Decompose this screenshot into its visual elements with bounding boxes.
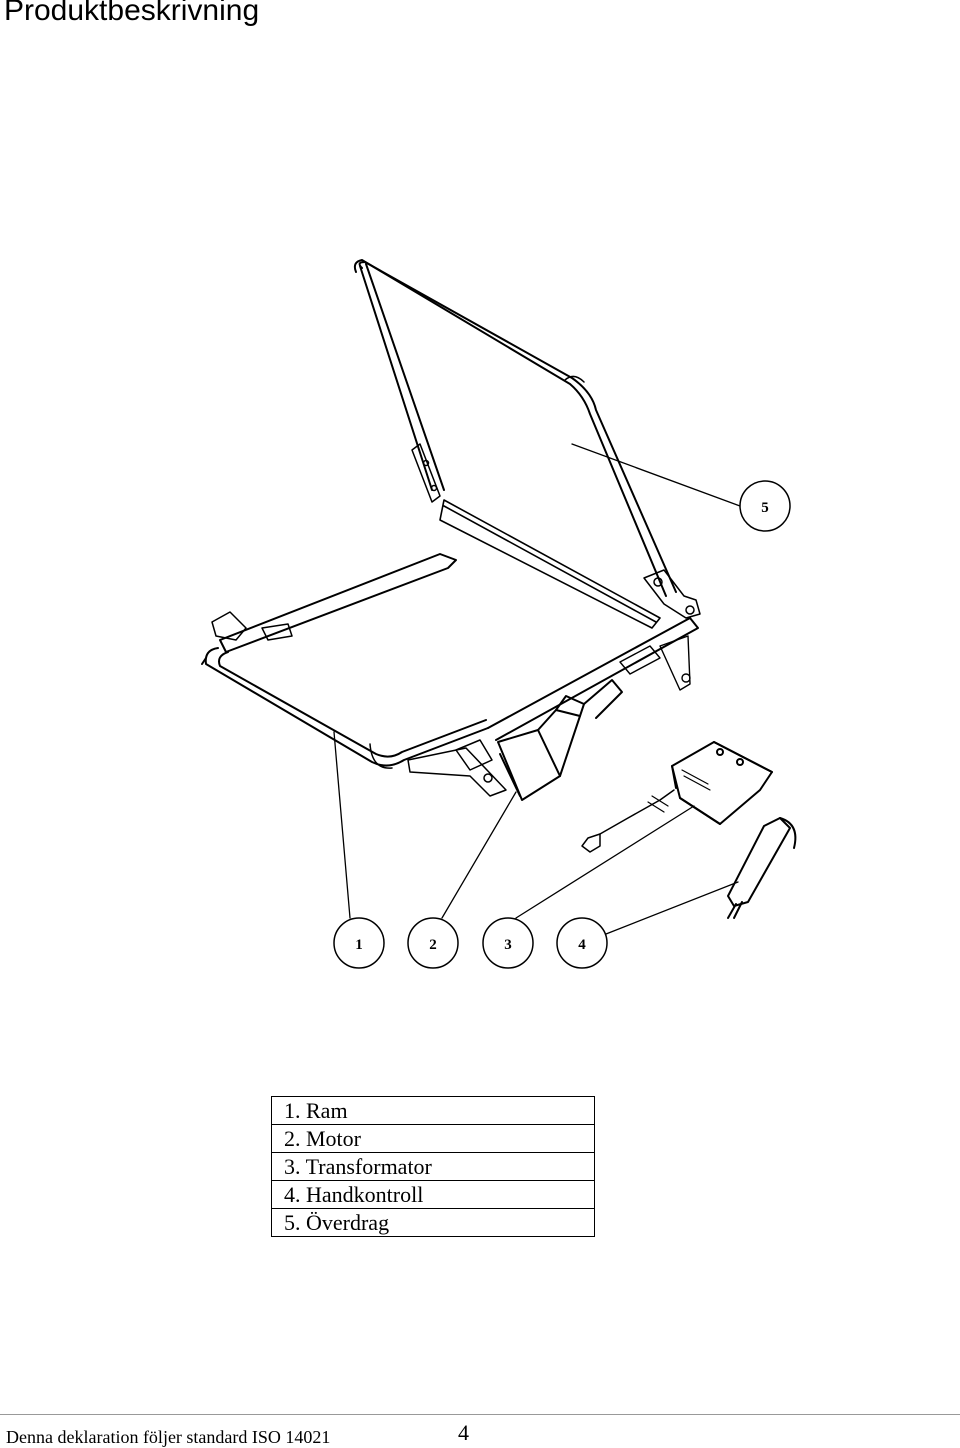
page-number: 4 — [458, 1420, 469, 1445]
footer-divider — [0, 1414, 960, 1415]
callout-circles — [333, 480, 791, 969]
hinge-bracket — [411, 443, 441, 503]
seat-frame — [201, 553, 489, 769]
product-illustration: 1 2 3 4 5 — [201, 259, 797, 969]
legend-item: 1. Ram — [271, 1096, 595, 1125]
footer-text: Denna deklaration följer standard ISO 14… — [6, 1427, 331, 1447]
cross-panel — [439, 499, 661, 629]
callout-2: 2 — [429, 937, 437, 953]
front-bracket — [211, 611, 293, 641]
hand-control — [727, 817, 797, 919]
legend-item: 5. Överdrag — [271, 1208, 595, 1237]
legend-item: 3. Transformator — [271, 1152, 595, 1181]
transformer — [671, 741, 773, 825]
callout-5: 5 — [761, 500, 769, 516]
parts-legend: 1. Ram 2. Motor 3. Transformator 4. Hand… — [271, 1096, 595, 1237]
callout-1: 1 — [355, 937, 363, 953]
motor — [497, 679, 623, 801]
legend-item: 4. Handkontroll — [271, 1180, 595, 1209]
support-tube — [487, 617, 699, 741]
bottom-plate — [407, 739, 507, 797]
legend-item: 2. Motor — [271, 1124, 595, 1153]
callout-3: 3 — [504, 937, 512, 953]
power-cable — [581, 789, 675, 853]
right-hinge — [643, 569, 701, 619]
backrest-frame — [353, 259, 677, 597]
page-title: Produktbeskrivning — [4, 0, 260, 27]
callout-4: 4 — [578, 937, 586, 953]
leader-lines — [333, 443, 741, 935]
